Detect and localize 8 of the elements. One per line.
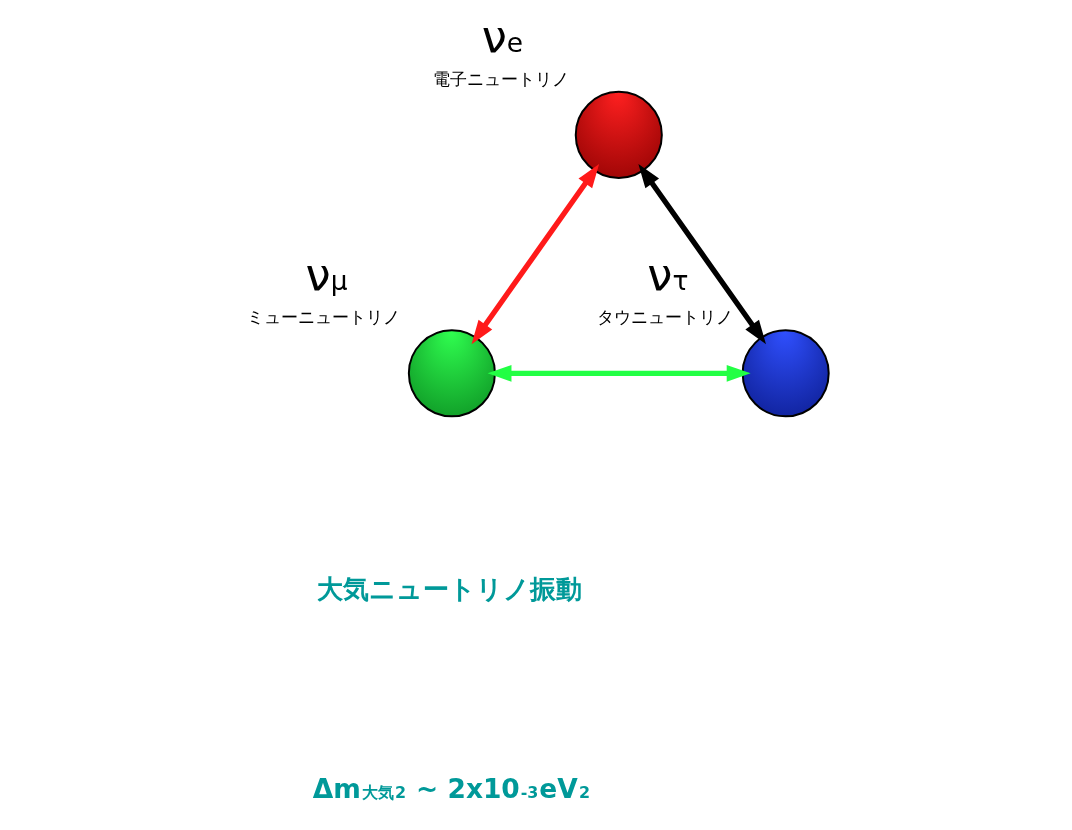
label: Δm大気2 ~ 2x10-3eV2 xyxy=(312,772,591,804)
node-label: νμ xyxy=(305,248,348,302)
node-label: νe xyxy=(481,9,524,63)
node-label: ντ xyxy=(647,248,689,302)
node-label: 電子ニュートリノ xyxy=(432,69,569,90)
label: 大気ニュートリノ振動 xyxy=(317,572,583,604)
node-label: ミューニュートリノ xyxy=(246,307,400,328)
node-label: タウニュートリノ xyxy=(596,307,733,328)
